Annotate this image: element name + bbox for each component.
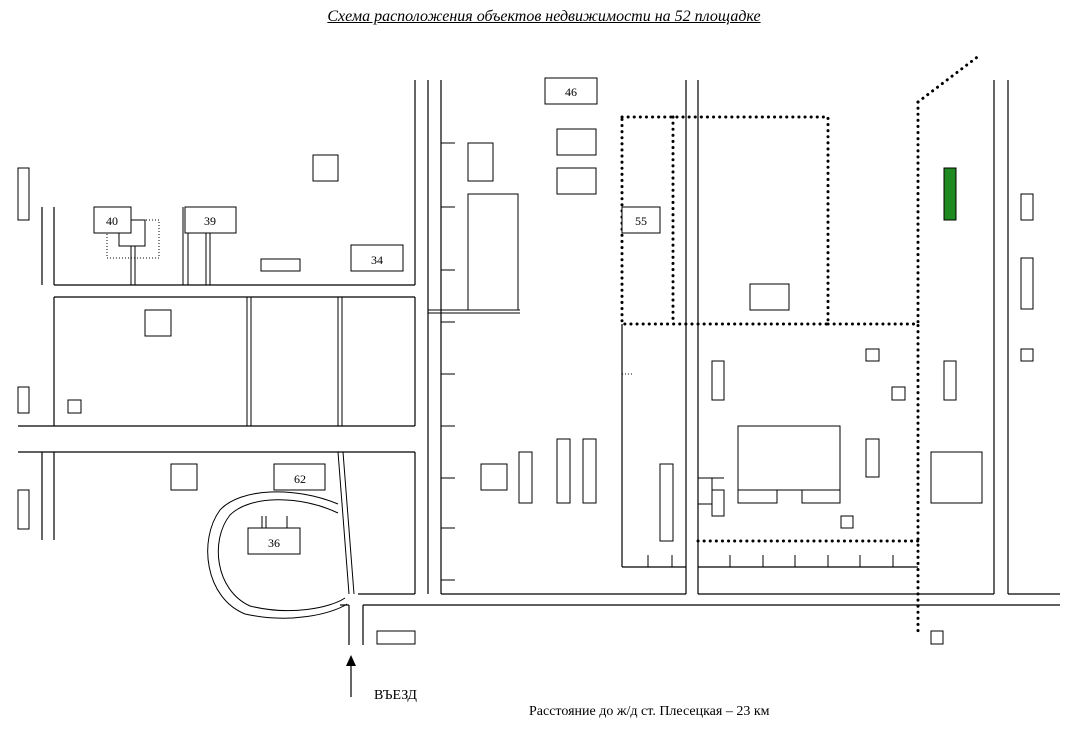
building-36[interactable]: 36 xyxy=(247,527,301,555)
roads xyxy=(18,80,1060,645)
building-40[interactable]: 40 xyxy=(93,206,132,234)
building-34-label: 34 xyxy=(371,253,383,267)
distance-note: Расстояние до ж/д ст. Плесецкая – 23 км xyxy=(529,704,770,719)
building-39[interactable]: 39 xyxy=(184,206,237,234)
building-46[interactable]: 46 xyxy=(544,77,598,105)
entry-label: ВЪЕЗД xyxy=(374,688,417,703)
dotted-boundaries xyxy=(106,53,982,637)
building-46-label: 46 xyxy=(565,85,577,99)
building-39-label: 39 xyxy=(204,214,216,228)
buildings xyxy=(17,128,1034,645)
building-34[interactable]: 34 xyxy=(350,244,404,272)
building-55[interactable]: 55 xyxy=(621,206,661,234)
map-title: Схема расположения объектов недвижимости… xyxy=(327,8,761,25)
building-62[interactable]: 62 xyxy=(273,463,326,491)
highlighted-building[interactable] xyxy=(943,167,957,221)
building-62-label: 62 xyxy=(294,472,306,486)
building-36-label: 36 xyxy=(268,536,280,550)
building-55-label: 55 xyxy=(635,214,647,228)
entry-arrow-icon xyxy=(346,655,356,697)
building-40-label: 40 xyxy=(106,214,118,228)
